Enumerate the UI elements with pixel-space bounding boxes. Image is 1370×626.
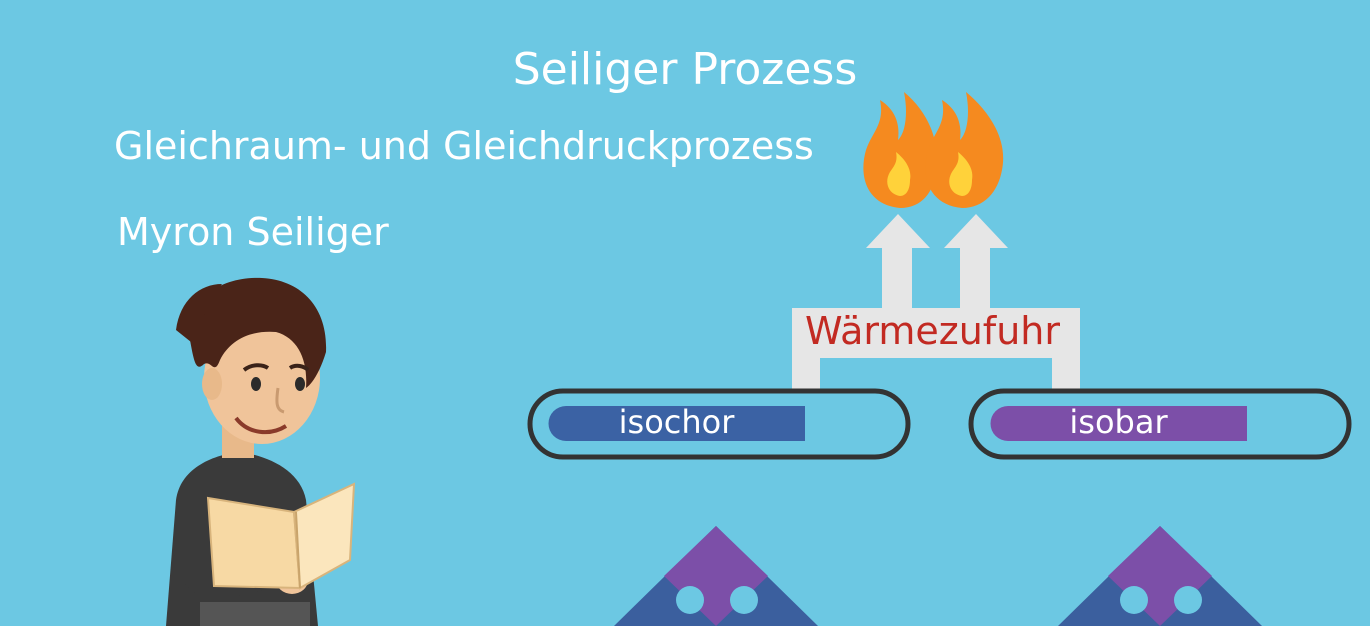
puzzle-icon (1058, 526, 1262, 626)
heat-connector (792, 308, 1080, 390)
puzzle-icon (614, 526, 818, 626)
flame-icon (863, 92, 937, 208)
book-icon (206, 482, 356, 590)
isochor-frame (527, 388, 911, 460)
arrow-up-icon (866, 214, 930, 310)
flame-icon (925, 92, 1004, 208)
author-name: Myron Seiliger (117, 210, 389, 254)
subtitle: Gleichraum- und Gleichdruckprozess (114, 124, 814, 168)
isochor-label: isochor (618, 403, 735, 441)
page-title: Seiliger Prozess (512, 44, 858, 95)
isobar-label: isobar (1069, 403, 1168, 441)
arrow-up-icon (944, 214, 1008, 310)
isobar-frame (968, 388, 1352, 460)
heat-supply-label: Wärmezufuhr (805, 309, 1060, 353)
